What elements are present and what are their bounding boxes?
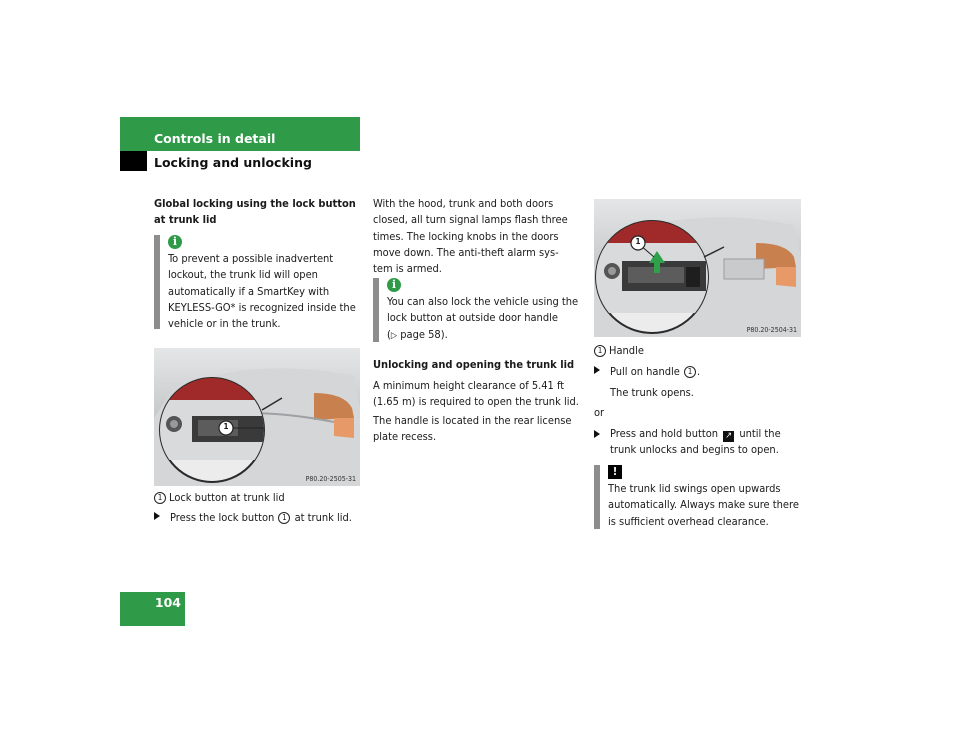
page-reference[interactable]: (▷ page 58). bbox=[387, 327, 587, 344]
step-text: Pull on handle bbox=[610, 365, 684, 378]
column3-warning-note: ! The trunk lid swings open upwards auto… bbox=[594, 465, 808, 529]
step-text-end: at trunk lid. bbox=[291, 511, 352, 524]
column2-note-text: You can also lock the vehicle using the … bbox=[387, 294, 587, 344]
info-icon: i bbox=[387, 278, 401, 292]
note-line: lock button at outside door handle bbox=[387, 311, 558, 325]
column3-result: The trunk opens. bbox=[610, 386, 694, 399]
column3-step2: Press and hold button ↗ until the trunk … bbox=[594, 426, 804, 459]
column2-paragraph1: With the hood, trunk and both doors clos… bbox=[373, 196, 583, 277]
info-icon: i bbox=[168, 235, 182, 249]
column1-step: Press the lock button 1 at trunk lid. bbox=[154, 510, 364, 526]
warning-icon: ! bbox=[608, 465, 622, 479]
legend-text: Lock button at trunk lid bbox=[169, 491, 285, 504]
bullet-arrow-icon bbox=[594, 366, 600, 374]
subsection-marker bbox=[120, 151, 147, 171]
column2-info-note: i You can also lock the vehicle using th… bbox=[373, 278, 587, 342]
photo-code: P80.20-2504-31 bbox=[746, 326, 797, 334]
callout-number: 1 bbox=[594, 345, 606, 357]
legend-text: Handle bbox=[609, 344, 644, 357]
callout-number: 1 bbox=[154, 492, 166, 504]
page-ref-arrow-icon: ▷ bbox=[390, 330, 398, 341]
photo-callout: 1 bbox=[635, 237, 641, 246]
callout-number: 1 bbox=[684, 366, 697, 378]
note-line: You can also lock the vehicle using the bbox=[387, 295, 579, 308]
step-text: Press the lock button bbox=[170, 511, 278, 524]
column3-or: or bbox=[594, 406, 605, 419]
column1-heading: Global locking using the lock button at … bbox=[154, 197, 356, 227]
para-line: closed, all turn signal lamps flash thre… bbox=[373, 213, 568, 227]
page-number: 104 bbox=[154, 595, 181, 610]
column2-paragraph2: A minimum height clearance of 5.41 ft (1… bbox=[373, 379, 579, 409]
column1-note-text: To prevent a possible inadvertent lockou… bbox=[168, 252, 356, 331]
lock-button-photo: 1 P80.20-2505-31 bbox=[154, 348, 360, 486]
step-text-end: until the trunk unlocks and begins to op… bbox=[610, 427, 781, 457]
para-line: With the hood, trunk and both doors bbox=[373, 197, 554, 210]
trunk-open-icon: ↗ bbox=[723, 431, 735, 442]
column2-paragraph3: The handle is located in the rear licens… bbox=[373, 414, 572, 444]
bullet-arrow-icon bbox=[594, 430, 600, 438]
subsection-title: Locking and unlocking bbox=[154, 155, 312, 170]
column2-heading: Unlocking and opening the trunk lid bbox=[373, 358, 575, 371]
ref-paren: ( bbox=[387, 327, 391, 341]
step2-text: Press and hold button ↗ until the trunk … bbox=[610, 426, 804, 459]
para-line: move down. The anti-theft alarm sys- bbox=[373, 245, 559, 259]
section-title: Controls in detail bbox=[154, 131, 276, 146]
trunk-handle-illustration bbox=[594, 199, 801, 337]
para-line: times. The locking knobs in the doors bbox=[373, 229, 559, 243]
trunk-handle-photo: 1 P80.20-2504-31 bbox=[594, 199, 801, 337]
section-header-bar bbox=[120, 117, 360, 151]
photo-code: P80.20-2505-31 bbox=[305, 475, 356, 483]
trunk-lid-illustration bbox=[154, 348, 360, 486]
para-line: tem is armed. bbox=[373, 262, 442, 276]
column1-info-note: i To prevent a possible inadvertent lock… bbox=[154, 235, 368, 331]
callout-number: 1 bbox=[278, 512, 291, 524]
step-text: Press and hold button bbox=[610, 427, 722, 440]
bullet-arrow-icon bbox=[154, 512, 160, 520]
photo-callout: 1 bbox=[223, 422, 229, 431]
warning-text: The trunk lid swings open upwards automa… bbox=[608, 482, 799, 528]
page-number-box bbox=[120, 592, 185, 626]
step-text-end: . bbox=[697, 365, 701, 378]
ref-text: page 58). bbox=[397, 327, 448, 341]
column3-step1: Pull on handle 1. bbox=[594, 364, 804, 380]
